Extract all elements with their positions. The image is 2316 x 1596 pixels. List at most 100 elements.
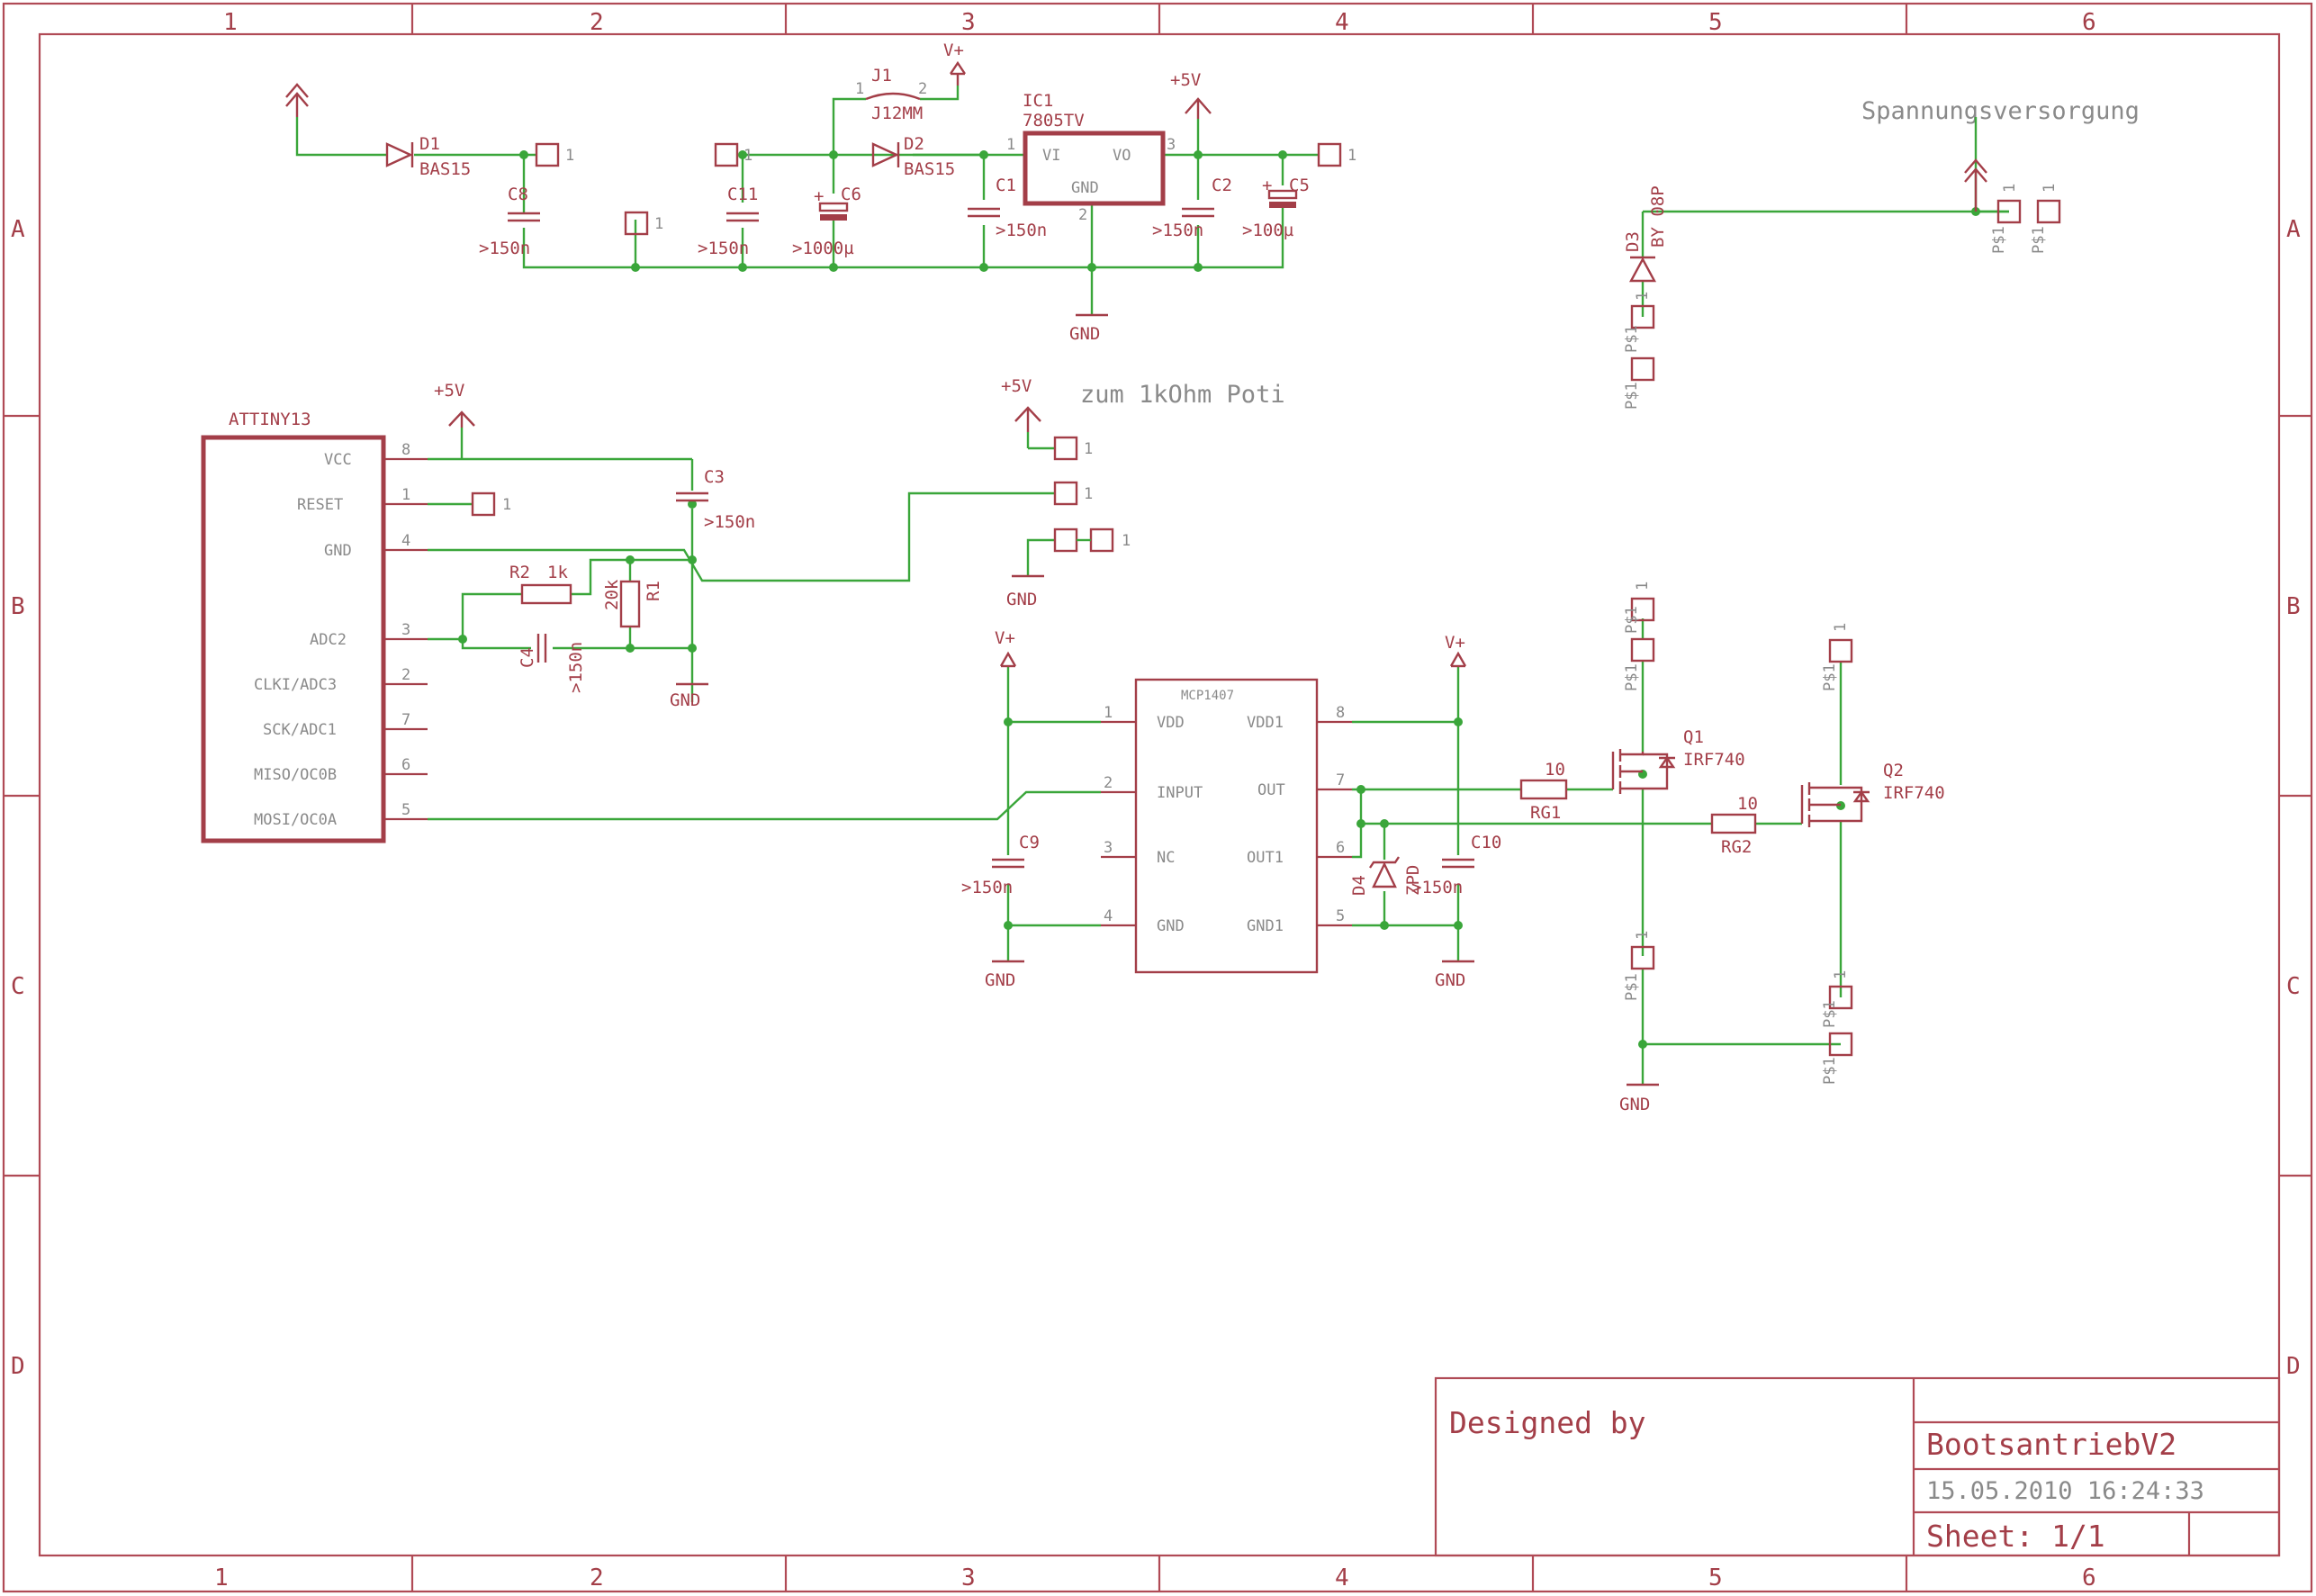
resistor-rg1: 10 RG1 [1519,760,1568,823]
gnd-label-attiny: GND [670,690,700,710]
attiny-pin-number: 8 [401,441,410,459]
gnd-label-regulator: GND [1069,324,1100,344]
mcp-pin-vdd1: VDD1 8 [1247,704,1352,732]
attiny-pin-number: 3 [401,621,410,639]
capacitor-c5: + C5 >100µ [1242,176,1310,243]
mcp-pin-label: GND [1157,917,1185,935]
j1-name: J1 [871,66,892,86]
junction [979,150,988,159]
ic1-pin-vi: VI [1042,147,1060,165]
note-spannungsversorgung: Spannungsversorgung [1861,97,2140,125]
ic1-name: IC1 [1023,91,1053,111]
pad-supply-plus: 1 P$1 [1990,184,2022,254]
c2-name: C2 [1212,176,1232,195]
junction [1380,921,1389,930]
attiny-pin-vcc: VCC 8 [324,441,428,469]
vplus-label-j1: V+ [943,41,964,60]
attiny-pin-number: 1 [401,486,410,504]
c1-value: >150n [996,221,1047,240]
row-label-right-c: C [2286,973,2301,1000]
c3-value: >150n [704,512,755,532]
gnd-symbol-mcp-left: GND [985,960,1024,990]
col-label-top-6: 6 [2082,9,2096,36]
attiny-pin-adc2: ADC2 3 [310,621,428,649]
wires [295,86,2009,1085]
c11-name: C11 [727,185,758,204]
q1-value: IRF740 [1683,750,1745,770]
d2-name: D2 [904,134,924,154]
d4-name: D4 [1349,875,1369,896]
project-name: BootsantriebV2 [1926,1427,2176,1462]
resistor-rg2: 10 RG2 [1710,794,1758,857]
junction [688,555,697,564]
pad-number: 1 [2041,184,2059,193]
junction [738,150,747,159]
project-date: 15.05.2010 16:24:33 [1926,1477,2204,1505]
attiny-pin-label: SCK/ADC1 [263,721,337,739]
gnd-symbol-regulator: GND [1069,313,1108,344]
pad-poti-5v: 1 [1053,436,1093,461]
junctions [458,150,1980,1049]
junction [1004,921,1013,930]
capacitor-c6: + C6 >1000µ [792,185,861,258]
attiny-pin-label: CLKI/ADC3 [254,676,337,694]
diode-d2: D2 BAS15 [871,134,955,179]
gnd-symbol-mcp-right: GND [1435,960,1474,990]
attiny-pin-number: 5 [401,801,410,819]
col-label-top-2: 2 [590,9,604,36]
junction [829,150,838,159]
attiny-pin-label: GND [324,542,352,560]
capacitor-c9: C9 >150n [961,833,1040,897]
q2-value: IRF740 [1883,783,1945,803]
gnd-label-mcp-right: GND [1435,970,1465,990]
vplus-supply-mcp-right: V+ [1445,633,1467,668]
col-label-bottom-1: 1 [214,1564,229,1591]
mosfet-q1: Q1 IRF740 [1611,727,1745,794]
mcp-pin-number: 4 [1104,907,1113,925]
pad-name: P$1 [1623,973,1641,1001]
mcp-pin-label: VDD1 [1247,714,1284,732]
attiny-pin-clki-adc3: CLKI/ADC3 2 [254,666,428,694]
mosfet-q2: Q2 IRF740 [1800,761,1945,827]
ic-attiny13: ATTINY13 VCC 8 RESET 1 GND 4 ADC2 3 CLKI… [201,410,428,843]
gnd-symbol-poti: GND [1006,574,1044,609]
plus5v-supply-regulator: +5V [1170,70,1212,119]
mcp-pin-label: INPUT [1157,784,1203,802]
ic1-pin-1: 1 [1006,136,1015,154]
note-poti: zum 1kOhm Poti [1080,381,1285,409]
capacitor-c3: C3 >150n [676,467,755,532]
designed-by-label: Designed by [1449,1405,1646,1440]
connector-pads: 1 1 1 1 1 1 1 1 [471,142,2061,1085]
vplus-label-mcp-right: V+ [1445,633,1465,653]
pad-poti-wiper: 1 [1053,481,1093,506]
attiny-pin-miso-oc0b: MISO/OC0B 6 [254,756,428,784]
rg2-name: RG2 [1721,837,1752,857]
jumper-j1: 1 2 J1 J12MM [855,66,927,123]
pad-q1-drain-a: 1 [1630,582,1655,622]
junction [1638,1040,1647,1049]
pad-d3-a: 1 [1630,292,1655,329]
mcp-pin-gnd1: GND1 5 [1247,907,1352,935]
row-label-right-a: A [2286,216,2301,243]
junction [631,263,640,272]
ic1-pin-2: 2 [1078,206,1087,224]
j1-pin1: 1 [855,80,864,98]
pad-supply-minus: 1 P$1 [2030,184,2061,254]
mcp-pin-vdd: VDD 1 [1101,704,1185,732]
q1-name: Q1 [1683,727,1704,747]
c4-name: C4 [518,647,537,668]
resistor-r1: 20k R1 [602,579,663,628]
pad-number: 1 [2001,184,2019,193]
pad-name: P$1 [1623,606,1641,634]
col-label-top-4: 4 [1335,9,1349,36]
pad-name: P$1 [1623,325,1641,353]
attiny-pin-mosi-oc0a: MOSI/OC0A 5 [254,801,428,829]
junction [626,555,635,564]
mcp-pin-number: 2 [1104,774,1113,792]
vplus-supply-top-left [285,83,309,117]
d3-value: BY 08P [1648,185,1668,248]
mcp-pin-out: OUT 7 [1257,771,1352,799]
gnd-symbol-attiny: GND [670,682,708,710]
mcp-pin-label: OUT [1257,781,1285,799]
pad-name: P$1 [1821,1057,1839,1085]
